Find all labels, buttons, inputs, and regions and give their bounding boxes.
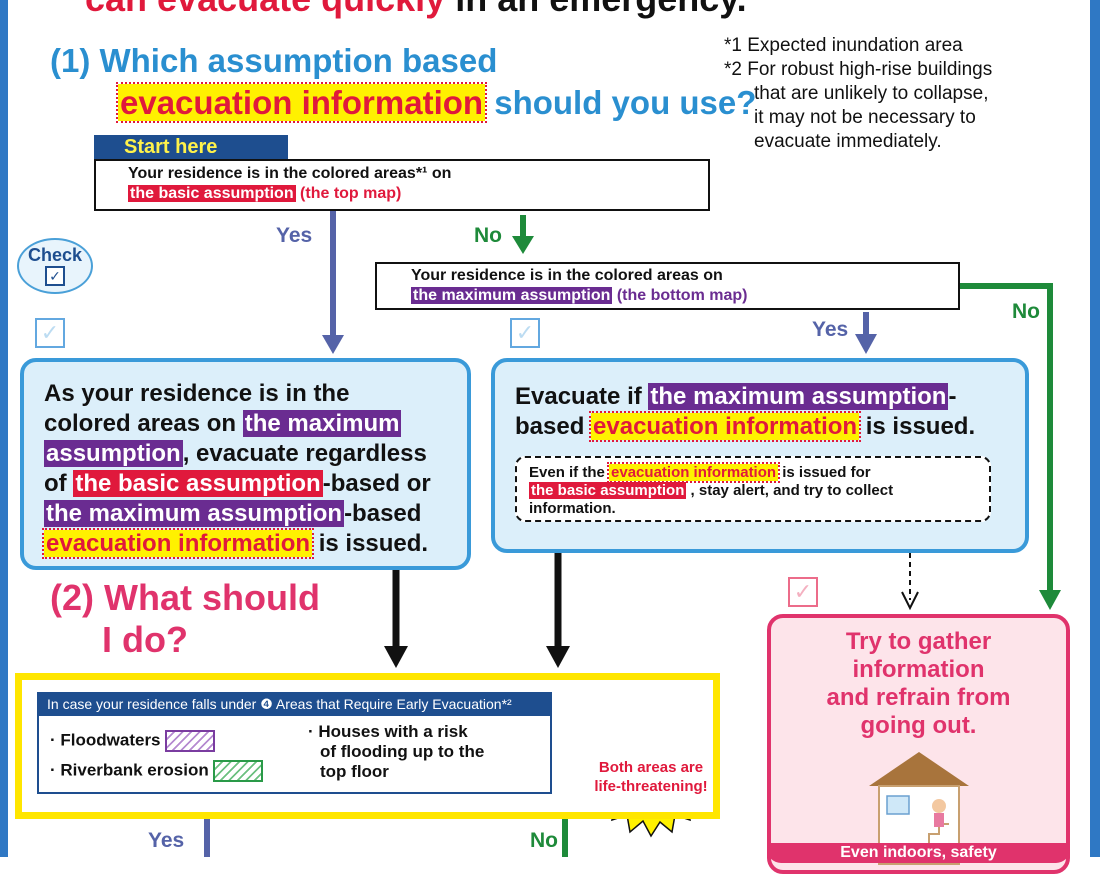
checkbox-pink[interactable]: ✓	[788, 577, 818, 607]
evacuation-information-highlight: evacuation information	[115, 82, 488, 123]
evacuate-regardless-box: As your residence is in the colored area…	[20, 358, 471, 570]
page-heading: can evacuate quickly in an emergency.	[85, 0, 747, 20]
riverbank-item: · Riverbank erosion	[50, 760, 264, 782]
no-label-1: No	[474, 224, 502, 247]
stay-alert-note: Even if the evacuation information is is…	[515, 456, 991, 522]
floodwaters-item: · Floodwaters	[50, 730, 216, 752]
checkbox-left[interactable]: ✓	[35, 318, 65, 348]
check-bubble: Check ✓	[17, 238, 93, 294]
footnotes: *1 Expected inundation area *2 For robus…	[724, 35, 993, 152]
question-box-basic: Your residence is in the colored areas*¹…	[94, 159, 710, 211]
question-2-title: (2) What should I do?	[50, 577, 320, 660]
checkbox-right[interactable]: ✓	[510, 318, 540, 348]
stay-indoors-box: Try to gather information and refrain fr…	[767, 614, 1070, 874]
purple-hatch-icon	[165, 730, 216, 752]
yes-label-3: Yes	[148, 829, 185, 852]
question-box-maximum: Your residence is in the colored areas o…	[375, 262, 960, 310]
left-border	[0, 0, 8, 857]
right-border	[1090, 0, 1100, 857]
checkbox-icon: ✓	[45, 266, 65, 286]
arrow-down-icon	[322, 335, 344, 354]
life-threatening-text: Both areas are life-threatening!	[594, 759, 708, 795]
start-here-label: Start here	[94, 135, 288, 159]
green-hatch-icon	[213, 760, 264, 782]
early-evacuation-title: In case your residence falls under ❹ Are…	[37, 692, 552, 716]
no-label-3: No	[530, 829, 558, 852]
evacuate-if-box: Evacuate if the maximum assumption- base…	[491, 358, 1029, 553]
pink-box-footer: Even indoors, safety	[767, 843, 1070, 863]
houses-item: · Houses with a risk of flooding up to t…	[308, 722, 485, 781]
yes-label-1: Yes	[276, 224, 313, 247]
yes-label-2: Yes	[812, 318, 849, 341]
question-1-title: (1) Which assumption based evacuation in…	[50, 42, 757, 123]
no-label-2: No	[1012, 300, 1040, 323]
